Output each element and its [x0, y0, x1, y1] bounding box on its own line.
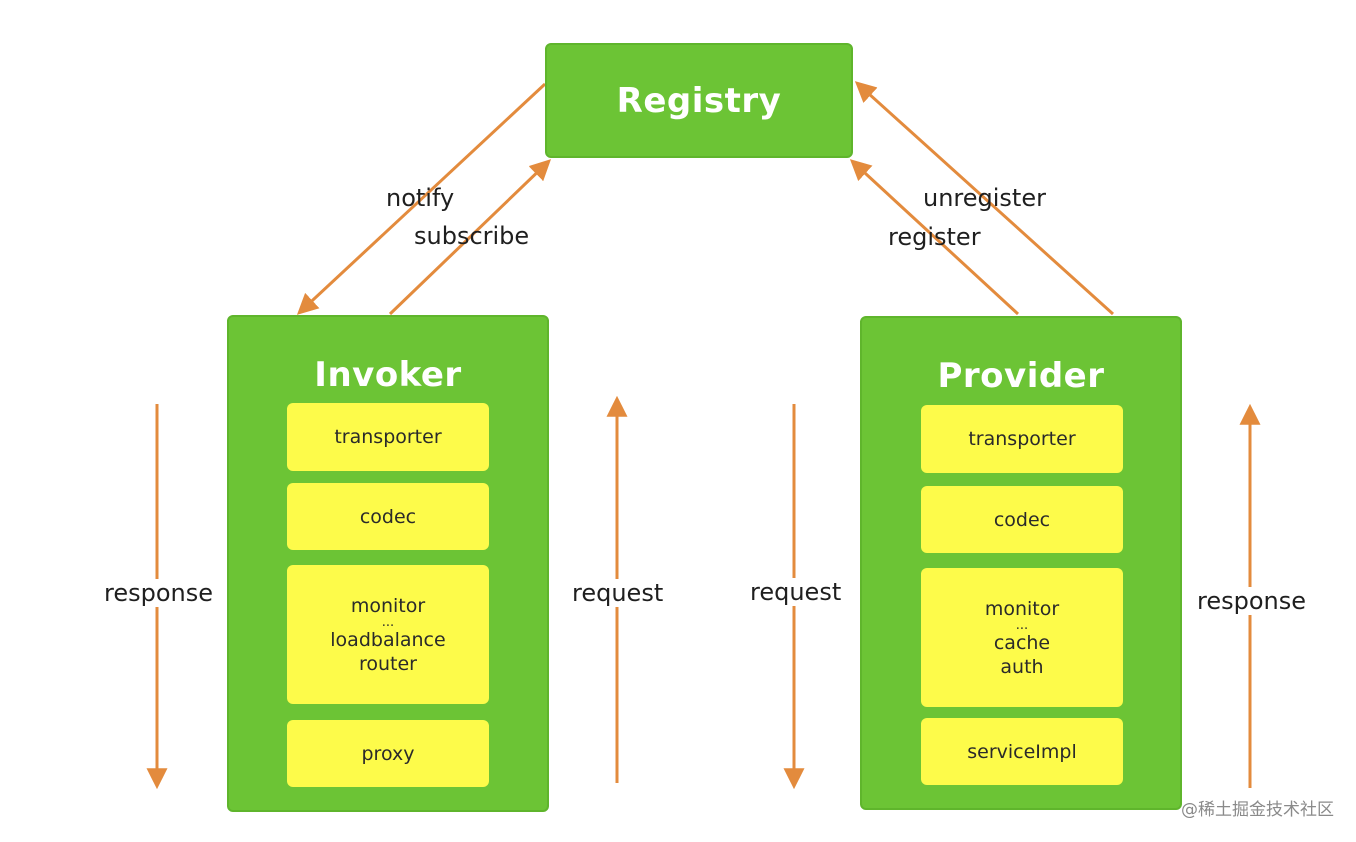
- invoker-layer-transporter: transporter: [287, 403, 489, 471]
- unregister-label: unregister: [923, 184, 1046, 212]
- layer-label: codec: [993, 508, 1051, 531]
- provider-node: Provider transporter codec monitor ... c…: [860, 316, 1182, 810]
- notify-label: notify: [386, 184, 455, 212]
- layer-label: monitor: [350, 594, 426, 617]
- layer-label: transporter: [334, 426, 442, 448]
- invoker-layer-filters: monitor ... loadbalance router: [287, 565, 489, 704]
- invoker-title: Invoker: [314, 355, 462, 395]
- invoker-request-label: request: [572, 579, 664, 607]
- unregister-arrow: [854, 81, 1115, 316]
- invoker-response-label: response: [104, 579, 214, 607]
- registry-title: Registry: [616, 81, 782, 121]
- register-label: register: [888, 223, 981, 251]
- provider-layer-transporter: transporter: [921, 405, 1123, 473]
- invoker-layer-proxy: proxy: [287, 720, 489, 787]
- layer-label: cache: [993, 631, 1051, 654]
- subscribe-label: subscribe: [414, 222, 530, 250]
- register-arrow: [849, 159, 1020, 316]
- invoker-layer-codec: codec: [287, 483, 489, 550]
- provider-layer-filters: monitor ... cache auth: [921, 568, 1123, 707]
- provider-title: Provider: [937, 356, 1105, 396]
- subscribe-arrow: [388, 159, 552, 316]
- registry-node: Registry: [545, 43, 853, 158]
- provider-response-label: response: [1197, 587, 1307, 615]
- layer-label: monitor: [984, 597, 1060, 620]
- layer-ellipsis: ...: [381, 614, 395, 630]
- layer-ellipsis: ...: [1015, 617, 1029, 633]
- layer-label: loadbalance: [330, 628, 446, 651]
- layer-label: auth: [1000, 655, 1044, 678]
- layer-label: transporter: [968, 428, 1076, 450]
- layer-label: serviceImpl: [967, 740, 1077, 763]
- provider-request-label: request: [750, 578, 842, 606]
- watermark-text: @稀土掘金技术社区: [1181, 800, 1334, 820]
- notify-arrow: [296, 82, 547, 315]
- layer-label: proxy: [361, 742, 415, 765]
- provider-layer-serviceimpl: serviceImpl: [921, 718, 1123, 785]
- invoker-node: Invoker transporter codec monitor ... lo…: [227, 315, 549, 812]
- layer-label: codec: [359, 505, 417, 528]
- provider-layer-codec: codec: [921, 486, 1123, 553]
- layer-label: router: [358, 652, 417, 675]
